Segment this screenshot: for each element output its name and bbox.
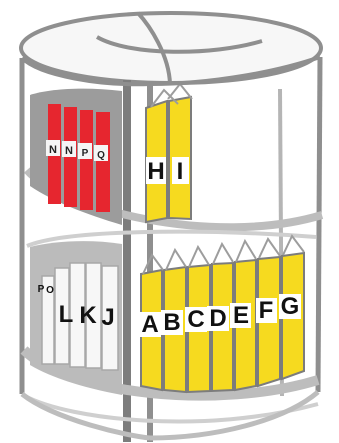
white-binder-label-p: P: [38, 284, 45, 295]
red-binder-3: [80, 110, 93, 210]
right-frame-post: [318, 57, 320, 392]
top-lid: [21, 13, 321, 83]
yellow-binder-label-d: D: [209, 305, 226, 332]
red-binder-4: [96, 112, 110, 212]
bottom-spine-line-3: [189, 247, 209, 267]
yellow-binder-label-h: H: [147, 158, 164, 185]
yellow-binder-label-i: I: [177, 158, 184, 185]
yellow-binder-label-a: A: [141, 311, 158, 338]
white-binder-label-o: O: [46, 285, 54, 296]
red-binder-label-1: N: [49, 144, 57, 156]
bottom-spine-line-6: [259, 239, 280, 258]
yellow-binder-label-g: G: [281, 293, 300, 320]
red-binder-label-3: P: [82, 148, 89, 159]
red-binder-label-2: N: [65, 145, 73, 157]
bottom-white-binders: P O L K J: [38, 263, 118, 370]
red-binder-label-4: Q: [97, 150, 105, 161]
bottom-spine-line-5: [236, 241, 256, 262]
yellow-binder-label-b: B: [163, 309, 180, 336]
top-yellow-binders: H I: [146, 97, 191, 222]
yellow-binder-label-e: E: [233, 302, 249, 329]
white-binder-label-k: K: [79, 302, 97, 329]
bottom-spine-line-7: [283, 236, 304, 255]
yellow-binder-label-c: C: [187, 306, 204, 333]
yellow-binder-label-f: F: [259, 297, 274, 324]
white-binder-label-j: J: [101, 304, 114, 331]
bottom-spine-line-4: [213, 244, 233, 264]
bottom-yellow-binders: A B C D E F G: [139, 253, 304, 392]
white-binder-label-l: L: [59, 301, 74, 328]
